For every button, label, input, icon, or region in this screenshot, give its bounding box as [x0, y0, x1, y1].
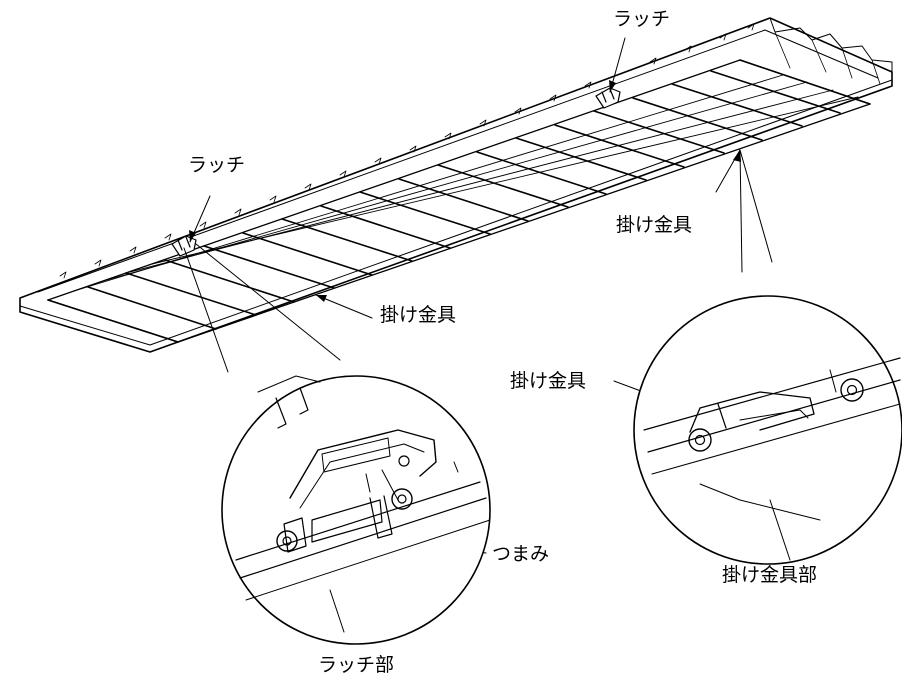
knob-label: つまみ [492, 543, 550, 565]
latch-right-mark [595, 87, 621, 109]
latch-detail-circle [221, 375, 491, 645]
latch-section-caption: ラッチ部 [318, 654, 395, 676]
louver-grid [47, 59, 871, 343]
hook-label-center: 掛け金具 [380, 304, 457, 326]
latch-label-top: ラッチ [613, 8, 671, 30]
latch-left-mark [171, 235, 197, 257]
latch-label-left: ラッチ [188, 154, 246, 176]
luminaire-body [19, 17, 893, 353]
hook-label-right: 掛け金具 [616, 214, 693, 236]
hook-detail-circle [633, 295, 902, 565]
hook-section-caption: 掛け金具部 [722, 564, 818, 586]
hook-label-detail: 掛け金具 [510, 370, 587, 392]
